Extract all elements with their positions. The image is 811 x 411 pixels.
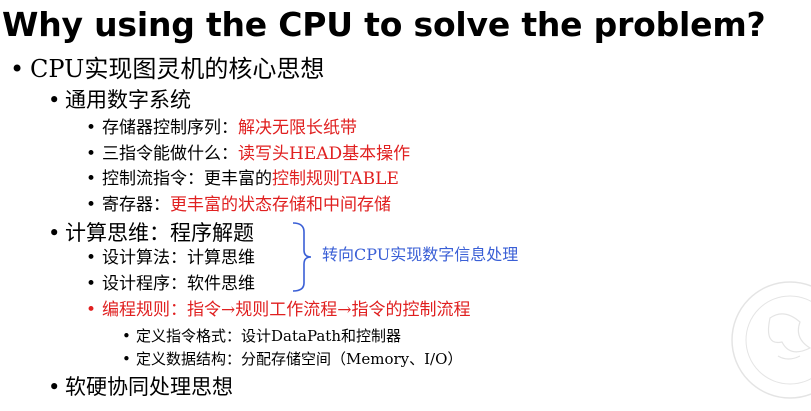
bullet-marker: •	[10, 55, 25, 83]
bullet-marker: •	[122, 350, 131, 368]
university-seal-watermark	[731, 281, 811, 399]
bullet-highlight: 读写头HEAD基本操作	[238, 144, 411, 164]
bullet-marker: •	[86, 144, 97, 164]
bullet-text: 通用数字系统	[65, 88, 191, 112]
bullet-highlight: 解决无限长纸带	[238, 118, 357, 138]
bullet-design-algorithm: •设计算法：计算思维	[86, 246, 255, 270]
bullet-programming-rules: •编程规则：指令→规则工作流程→指令的控制流程	[86, 298, 471, 322]
bullet-computational-thinking: •计算思维：程序解题	[48, 219, 254, 247]
brace-annotation: 转向CPU实现数字信息处理	[322, 245, 519, 264]
bullet-define-data-struct: • 定义数据结构：分配存储空间（Memory、I/O）	[122, 349, 462, 369]
bullet-text: CPU实现图灵机的核心思想	[30, 55, 325, 83]
bullet-text: 定义数据结构：分配存储空间（Memory、I/O）	[136, 350, 463, 368]
bullet-text: 设计程序：软件思维	[102, 274, 255, 294]
bullet-text: 设计算法：计算思维	[102, 248, 255, 268]
bullet-control-flow: •控制流指令：更丰富的控制规则TABLE	[86, 167, 399, 191]
slide-title: Why using the CPU to solve the problem?	[2, 5, 766, 44]
bullet-text: 计算思维：程序解题	[65, 221, 254, 245]
bullet-highlight: 更丰富的状态存储和中间存储	[170, 195, 391, 215]
bullet-marker: •	[86, 248, 97, 268]
bullet-label: 寄存器：	[102, 195, 170, 215]
bullet-marker: •	[86, 169, 97, 189]
bullet-marker: •	[48, 375, 61, 399]
bullet-marker: •	[86, 300, 97, 320]
bullet-highlight: 控制规则TABLE	[272, 169, 399, 189]
bullet-hw-sw-coop: •软硬协同处理思想	[48, 373, 233, 401]
bullet-marker: •	[48, 221, 61, 245]
bullet-define-instr-format: • 定义指令格式：设计DataPath和控制器	[122, 326, 401, 346]
bullet-register: •寄存器：更丰富的状态存储和中间存储	[86, 193, 391, 217]
bullet-text: 软硬协同处理思想	[65, 375, 233, 399]
bullet-label: 控制流指令：	[102, 169, 204, 189]
bullet-three-instructions: •三指令能做什么：读写头HEAD基本操作	[86, 142, 410, 166]
bullet-marker: •	[122, 327, 131, 345]
bullet-cpu-turing: •CPU实现图灵机的核心思想	[10, 54, 324, 84]
bullet-marker: •	[86, 274, 97, 294]
bullet-text: 编程规则：指令→规则工作流程→指令的控制流程	[102, 300, 471, 320]
bullet-marker: •	[86, 195, 97, 215]
bullet-mid: 更丰富的	[204, 169, 272, 189]
right-brace-icon	[292, 222, 312, 292]
bullet-text: 定义指令格式：设计DataPath和控制器	[136, 327, 401, 345]
bullet-digital-system: •通用数字系统	[48, 86, 191, 114]
bullet-storage: •存储器控制序列：解决无限长纸带	[86, 116, 357, 140]
bullet-label: 存储器控制序列：	[102, 118, 238, 138]
bullet-marker: •	[86, 118, 97, 138]
bullet-label: 三指令能做什么：	[102, 144, 238, 164]
bullet-design-program: •设计程序：软件思维	[86, 272, 255, 296]
bullet-marker: •	[48, 88, 61, 112]
